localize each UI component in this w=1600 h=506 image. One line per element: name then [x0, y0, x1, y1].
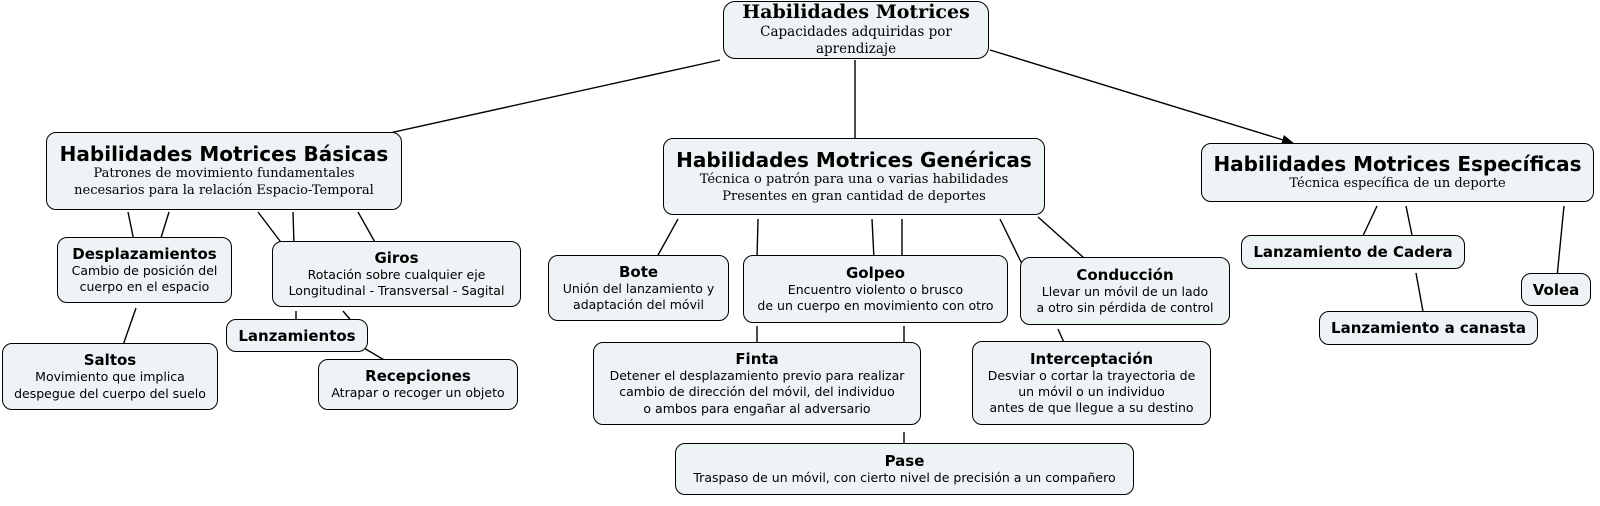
link-root-especificas: [989, 49, 1294, 145]
node-description: Detener el desplazamiento previo para re…: [609, 368, 905, 416]
node-interceptacion: Interceptación Desviar o cortar la traye…: [972, 341, 1211, 425]
node-title: Golpeo: [846, 263, 905, 282]
node-description: Técnica específica de un deporte: [1289, 176, 1506, 192]
node-habilidades-genericas: Habilidades Motrices Genéricas Técnica o…: [663, 138, 1045, 215]
node-habilidades-especificas: Habilidades Motrices Específicas Técnica…: [1201, 143, 1594, 202]
node-conduccion: Conducción Llevar un móvil de un lado a …: [1020, 257, 1230, 325]
node-lanzamientos: Lanzamientos: [226, 319, 368, 352]
link-basicas-desplazamientos-2: [159, 211, 170, 242]
node-description: Patrones de movimiento fundamentales nec…: [74, 166, 374, 198]
link-genericas-conduccion-2: [1037, 216, 1085, 259]
link-especificas-volea: [1556, 205, 1565, 278]
node-title: Volea: [1532, 280, 1580, 299]
link-especificas-cadera-1: [1360, 205, 1378, 241]
link-genericas-conduccion-1: [999, 218, 1023, 265]
node-title: Interceptación: [1029, 349, 1154, 368]
node-pase: Pase Traspaso de un móvil, con cierto ni…: [675, 443, 1134, 495]
node-golpeo: Golpeo Encuentro violento o brusco de un…: [743, 255, 1008, 323]
node-title: Recepciones: [365, 367, 471, 386]
node-volea: Volea: [1521, 273, 1591, 306]
node-description: Llevar un móvil de un lado a otro sin pé…: [1036, 283, 1214, 315]
node-description: Rotación sobre cualquier eje Longitudina…: [288, 266, 505, 298]
node-title: Bote: [618, 262, 659, 281]
link-genericas-golpeo-1: [756, 218, 759, 260]
link-basicas-giros-2: [292, 211, 295, 246]
node-desplazamientos: Desplazamientos Cambio de posición del c…: [57, 237, 232, 303]
node-recepciones: Recepciones Atrapar o recoger un objeto: [318, 359, 518, 410]
node-title: Giros: [374, 248, 419, 267]
link-basicas-giros-3: [357, 211, 377, 245]
node-lanzamiento-canasta: Lanzamiento a canasta: [1319, 311, 1538, 345]
node-description: Atrapar o recoger un objeto: [331, 385, 505, 401]
node-title: Saltos: [83, 351, 137, 370]
node-title: Lanzamiento a canasta: [1331, 319, 1526, 337]
node-title: Lanzamiento de Cadera: [1253, 243, 1453, 261]
node-title: Finta: [735, 350, 779, 369]
node-title: Habilidades Motrices Básicas: [59, 142, 389, 167]
node-title: Lanzamientos: [238, 326, 356, 345]
node-saltos: Saltos Movimiento que implica despegue d…: [2, 343, 218, 410]
node-title: Habilidades Motrices Genéricas: [676, 147, 1032, 172]
node-title: Desplazamientos: [72, 244, 217, 263]
node-description: Desviar o cortar la trayectoria de un mó…: [987, 367, 1196, 416]
node-finta: Finta Detener el desplazamiento previo p…: [593, 342, 921, 425]
node-title: Pase: [884, 451, 925, 470]
link-basicas-desplazamientos-1: [127, 211, 135, 242]
node-title: Habilidades Motrices: [742, 1, 970, 24]
node-title: Habilidades Motrices Específicas: [1213, 152, 1582, 177]
node-title: Conducción: [1076, 265, 1174, 284]
node-description: Traspaso de un móvil, con cierto nivel d…: [693, 469, 1116, 485]
node-description: Técnica o patrón para una o varias habil…: [699, 171, 1009, 204]
link-desplazamientos-saltos: [121, 307, 137, 349]
node-bote: Bote Unión del lanzamiento y adaptación …: [548, 255, 729, 321]
link-cadera-canasta: [1415, 272, 1425, 318]
link-especificas-cadera-2: [1405, 205, 1414, 241]
node-description: Capacidades adquiridas por aprendizaje: [760, 23, 952, 58]
node-lanzamiento-cadera: Lanzamiento de Cadera: [1241, 235, 1465, 269]
link-genericas-golpeo-2: [871, 218, 875, 260]
node-description: Movimiento que implica despegue del cuer…: [14, 369, 206, 401]
node-giros: Giros Rotación sobre cualquier eje Longi…: [272, 241, 521, 307]
node-description: Unión del lanzamiento y adaptación del m…: [562, 280, 715, 312]
node-habilidades-basicas: Habilidades Motrices Básicas Patrones de…: [46, 132, 402, 210]
link-root-basicas: [384, 59, 721, 135]
link-genericas-bote: [656, 218, 679, 258]
link-basicas-giros-1: [257, 211, 284, 246]
node-habilidades-motrices: Habilidades Motrices Capacidades adquiri…: [723, 1, 989, 59]
node-description: Cambio de posición del cuerpo en el espa…: [71, 262, 218, 294]
node-description: Encuentro violento o brusco de un cuerpo…: [757, 281, 994, 313]
